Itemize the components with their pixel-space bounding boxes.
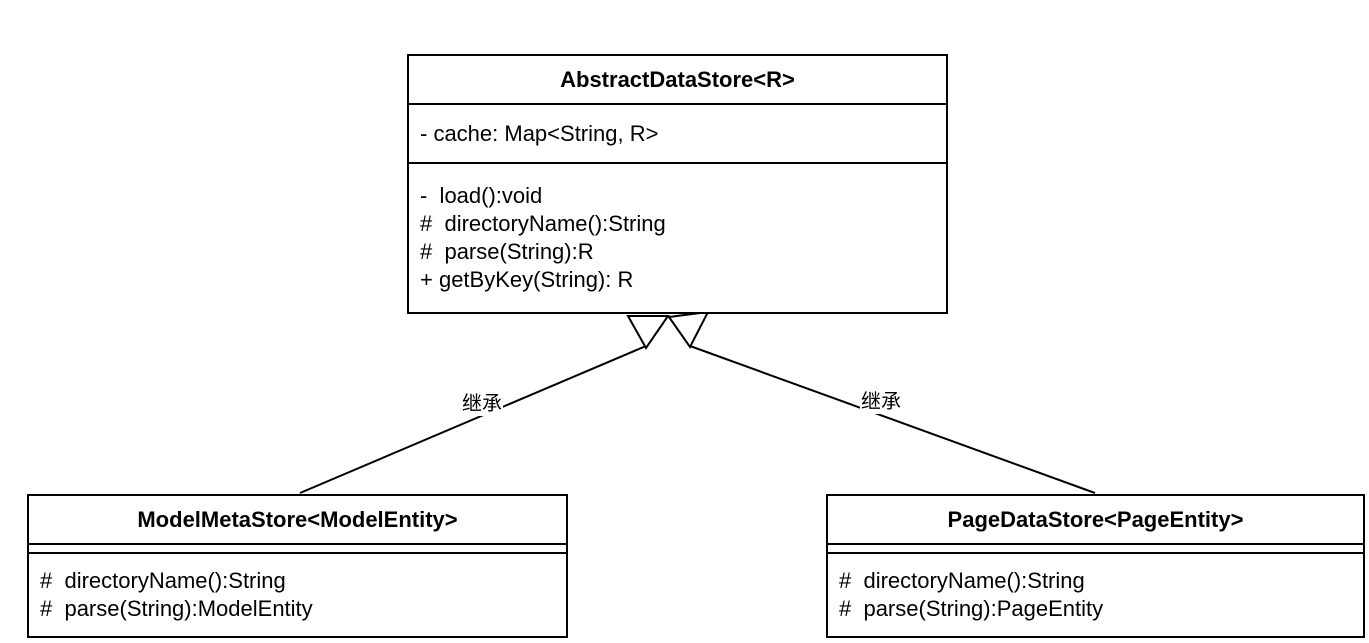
inheritance-edge-right-line — [689, 345, 1096, 494]
class-title: AbstractDataStore<R> — [409, 56, 946, 105]
attribute-section-empty — [828, 545, 1363, 554]
method-section: # directoryName():String # parse(String)… — [29, 554, 566, 636]
inheritance-arrowhead-left-icon — [626, 315, 670, 350]
edge-label-inheritance-right: 继承 — [860, 390, 902, 414]
class-box-model-meta-store: ModelMetaStore<ModelEntity> # directoryN… — [27, 494, 568, 638]
method-section: # directoryName():String # parse(String)… — [828, 554, 1363, 636]
class-method: + getByKey(String): R — [420, 267, 634, 292]
class-box-page-data-store: PageDataStore<PageEntity> # directoryNam… — [826, 494, 1365, 638]
class-attribute: - cache: Map<String, R> — [420, 120, 659, 146]
inheritance-edge-left-line — [299, 345, 647, 494]
class-method: # parse(String):R — [420, 239, 594, 264]
attribute-section-empty — [29, 545, 566, 554]
class-title: PageDataStore<PageEntity> — [828, 496, 1363, 545]
class-method: # directoryName():String — [839, 568, 1085, 593]
class-title: ModelMetaStore<ModelEntity> — [29, 496, 566, 545]
class-box-abstract-data-store: AbstractDataStore<R> - cache: Map<String… — [407, 54, 948, 314]
class-method: # directoryName():String — [420, 211, 666, 236]
method-section: - load():void # directoryName():String #… — [409, 164, 946, 312]
class-method: # parse(String):PageEntity — [839, 596, 1104, 621]
class-method: - load():void — [420, 183, 543, 208]
edge-label-inheritance-left: 继承 — [461, 392, 503, 416]
inheritance-arrowhead-right-icon — [667, 310, 710, 349]
class-method: # directoryName():String — [40, 568, 286, 593]
attribute-section: - cache: Map<String, R> — [409, 105, 946, 164]
class-method: # parse(String):ModelEntity — [40, 596, 313, 621]
